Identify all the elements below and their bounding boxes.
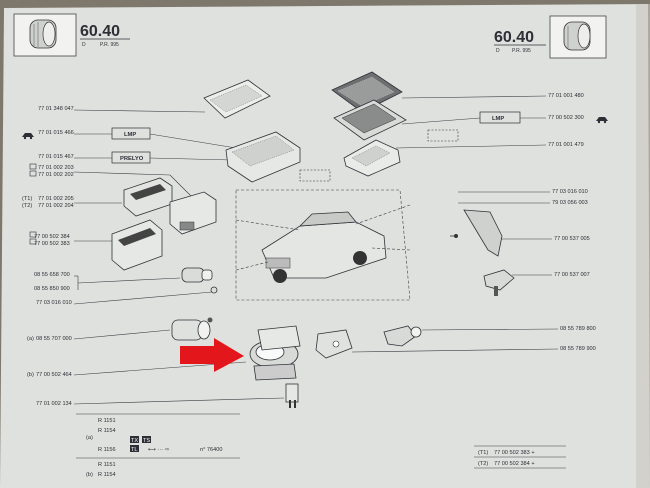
dashed-box-center <box>299 169 331 182</box>
lamp-housing-lower <box>111 219 163 271</box>
tx-badge <box>130 436 139 443</box>
header-left-d: D <box>82 42 86 48</box>
header-left-pr: P.R. 995 <box>100 42 119 48</box>
ref-left-5: 77 01 002 202 <box>38 172 74 178</box>
highlight-arrow-icon <box>180 338 244 372</box>
note-r1151-b: R 1151 <box>98 462 116 468</box>
page-edge <box>636 4 650 488</box>
lmp-box-left: LMP <box>111 127 151 140</box>
car-symbol-left-icon <box>22 133 34 140</box>
ref-left-9: 77 00 502 383 <box>34 241 70 247</box>
ref-left-6: 77 01 002 205 <box>38 196 74 202</box>
svg-text:LMP: LMP <box>124 132 136 138</box>
ref-right-6: 77 00 537 005 <box>554 236 590 242</box>
dome-lamp-lens-right <box>331 71 403 113</box>
tag-a: (a) <box>27 336 34 342</box>
range-symbol-icon: ⟷ ··· ⇨ <box>148 447 170 453</box>
dome-lamp-housing-left <box>225 131 301 183</box>
ref-right-7: 77 00 537 007 <box>554 272 590 278</box>
ref-left-8: 77 00 502 384 <box>34 234 70 240</box>
dome-lamp-base-right <box>343 139 401 177</box>
right-reference-list: 77 01 001 480 77 00 502 300 77 01 001 47… <box>548 93 596 352</box>
ref-left-4: 77 01 002 203 <box>38 165 74 171</box>
dome-lamp-lens-left <box>203 79 271 119</box>
ref-left-14: 77 00 502 464 <box>36 372 72 378</box>
ref-right-8: 08 55 789 800 <box>560 326 596 332</box>
ref-left-12: 77 03 016 010 <box>36 300 72 306</box>
header-right-pr: P.R. 995 <box>512 48 531 54</box>
ref-left-15: 77 01 002 134 <box>36 401 72 407</box>
header-right: 60.40 D P.R. 995 <box>494 15 607 59</box>
tag-t1: (T1) <box>22 196 32 202</box>
note-n76400: n° 76400 <box>200 447 222 453</box>
note-r1151-a: R 1151 <box>98 418 116 424</box>
ref-left-13: 08 55 707 000 <box>36 336 72 342</box>
ref-right-4: 77 03 016 010 <box>552 189 588 195</box>
ref-right-2: 77 00 502 300 <box>548 115 584 121</box>
switch-part-1 <box>123 177 173 217</box>
bulb-socket <box>181 267 218 294</box>
left-leader-lines <box>73 109 285 405</box>
header-left: 60.40 D P.R. 995 <box>13 13 130 57</box>
bracket-part <box>450 209 503 257</box>
prelyo-box: PRELYO <box>111 151 151 164</box>
connector-part <box>383 325 422 347</box>
car-symbol-left2-icon <box>29 163 37 245</box>
tag-b: (b) <box>27 372 34 378</box>
note-tl: TL <box>131 447 138 453</box>
note-r1154-b: R 1154 <box>98 472 116 478</box>
svg-text:LMP: LMP <box>492 116 504 122</box>
note-tx: TX <box>131 438 138 444</box>
section-number-right: 60.40 <box>494 29 534 46</box>
ref-left-10: 08 55 658 700 <box>34 272 70 278</box>
tag-t2: (T2) <box>22 203 32 209</box>
ref-left-2: 77 01 015 466 <box>38 130 74 136</box>
car-diagram <box>235 189 411 301</box>
switch-part-2 <box>169 191 217 235</box>
left-reference-list: 77 01 348 047 77 01 015 466 77 01 015 46… <box>34 106 74 407</box>
note-t2-ref: 77 00 502 384 + <box>494 461 535 467</box>
ref-left-1: 77 01 348 047 <box>38 106 74 112</box>
note-ts: TS <box>143 438 150 444</box>
bottom-right-notes: (T1) 77 00 502 383 + (T2) 77 00 502 384 … <box>474 445 566 469</box>
note-r1154-a: R 1154 <box>98 428 116 434</box>
dome-lamp-frame-right <box>333 99 407 141</box>
tl-badge <box>130 445 139 452</box>
lamp-thumbnail-icon <box>29 19 57 49</box>
ref-right-3: 77 01 001 479 <box>548 142 584 148</box>
lamp-clamp-part <box>249 325 301 381</box>
ref-right-1: 77 01 001 480 <box>548 93 584 99</box>
lmp-box-right: LMP <box>479 111 521 124</box>
note-r1156: R 1156 <box>98 447 116 453</box>
note-t2-tag: (T2) <box>478 461 488 467</box>
ref-left-11: 08 55 850 900 <box>34 286 70 292</box>
note-t1-tag: (T1) <box>478 450 488 456</box>
ref-right-5: 79 03 056 003 <box>552 200 588 206</box>
header-right-d: D <box>496 48 500 54</box>
lamp-thumbnail-right-icon <box>563 21 591 51</box>
mount-bracket-center <box>315 329 353 359</box>
note-label-b: (b) <box>86 472 93 478</box>
ref-right-9: 08 55 789 900 <box>560 346 596 352</box>
switch-part-right <box>483 269 515 296</box>
svg-text:PRELYO: PRELYO <box>120 156 144 162</box>
ref-left-7: 77 01 002 204 <box>38 203 74 209</box>
dashed-box-right <box>427 129 459 142</box>
right-leader-lines <box>351 95 559 353</box>
bulb-holder <box>171 317 213 341</box>
ts-badge <box>142 436 151 443</box>
small-bulb-part <box>285 383 299 408</box>
note-t1-ref: 77 00 502 383 + <box>494 450 535 456</box>
ref-left-3: 77 01 015 467 <box>38 154 74 160</box>
section-number-left: 60.40 <box>80 23 120 40</box>
car-symbol-right-icon <box>596 117 608 124</box>
bottom-notes: R 1151 R 1154 R 1156 (a) TX TS TL ⟷ ··· … <box>76 413 240 478</box>
note-label-a: (a) <box>86 435 93 441</box>
